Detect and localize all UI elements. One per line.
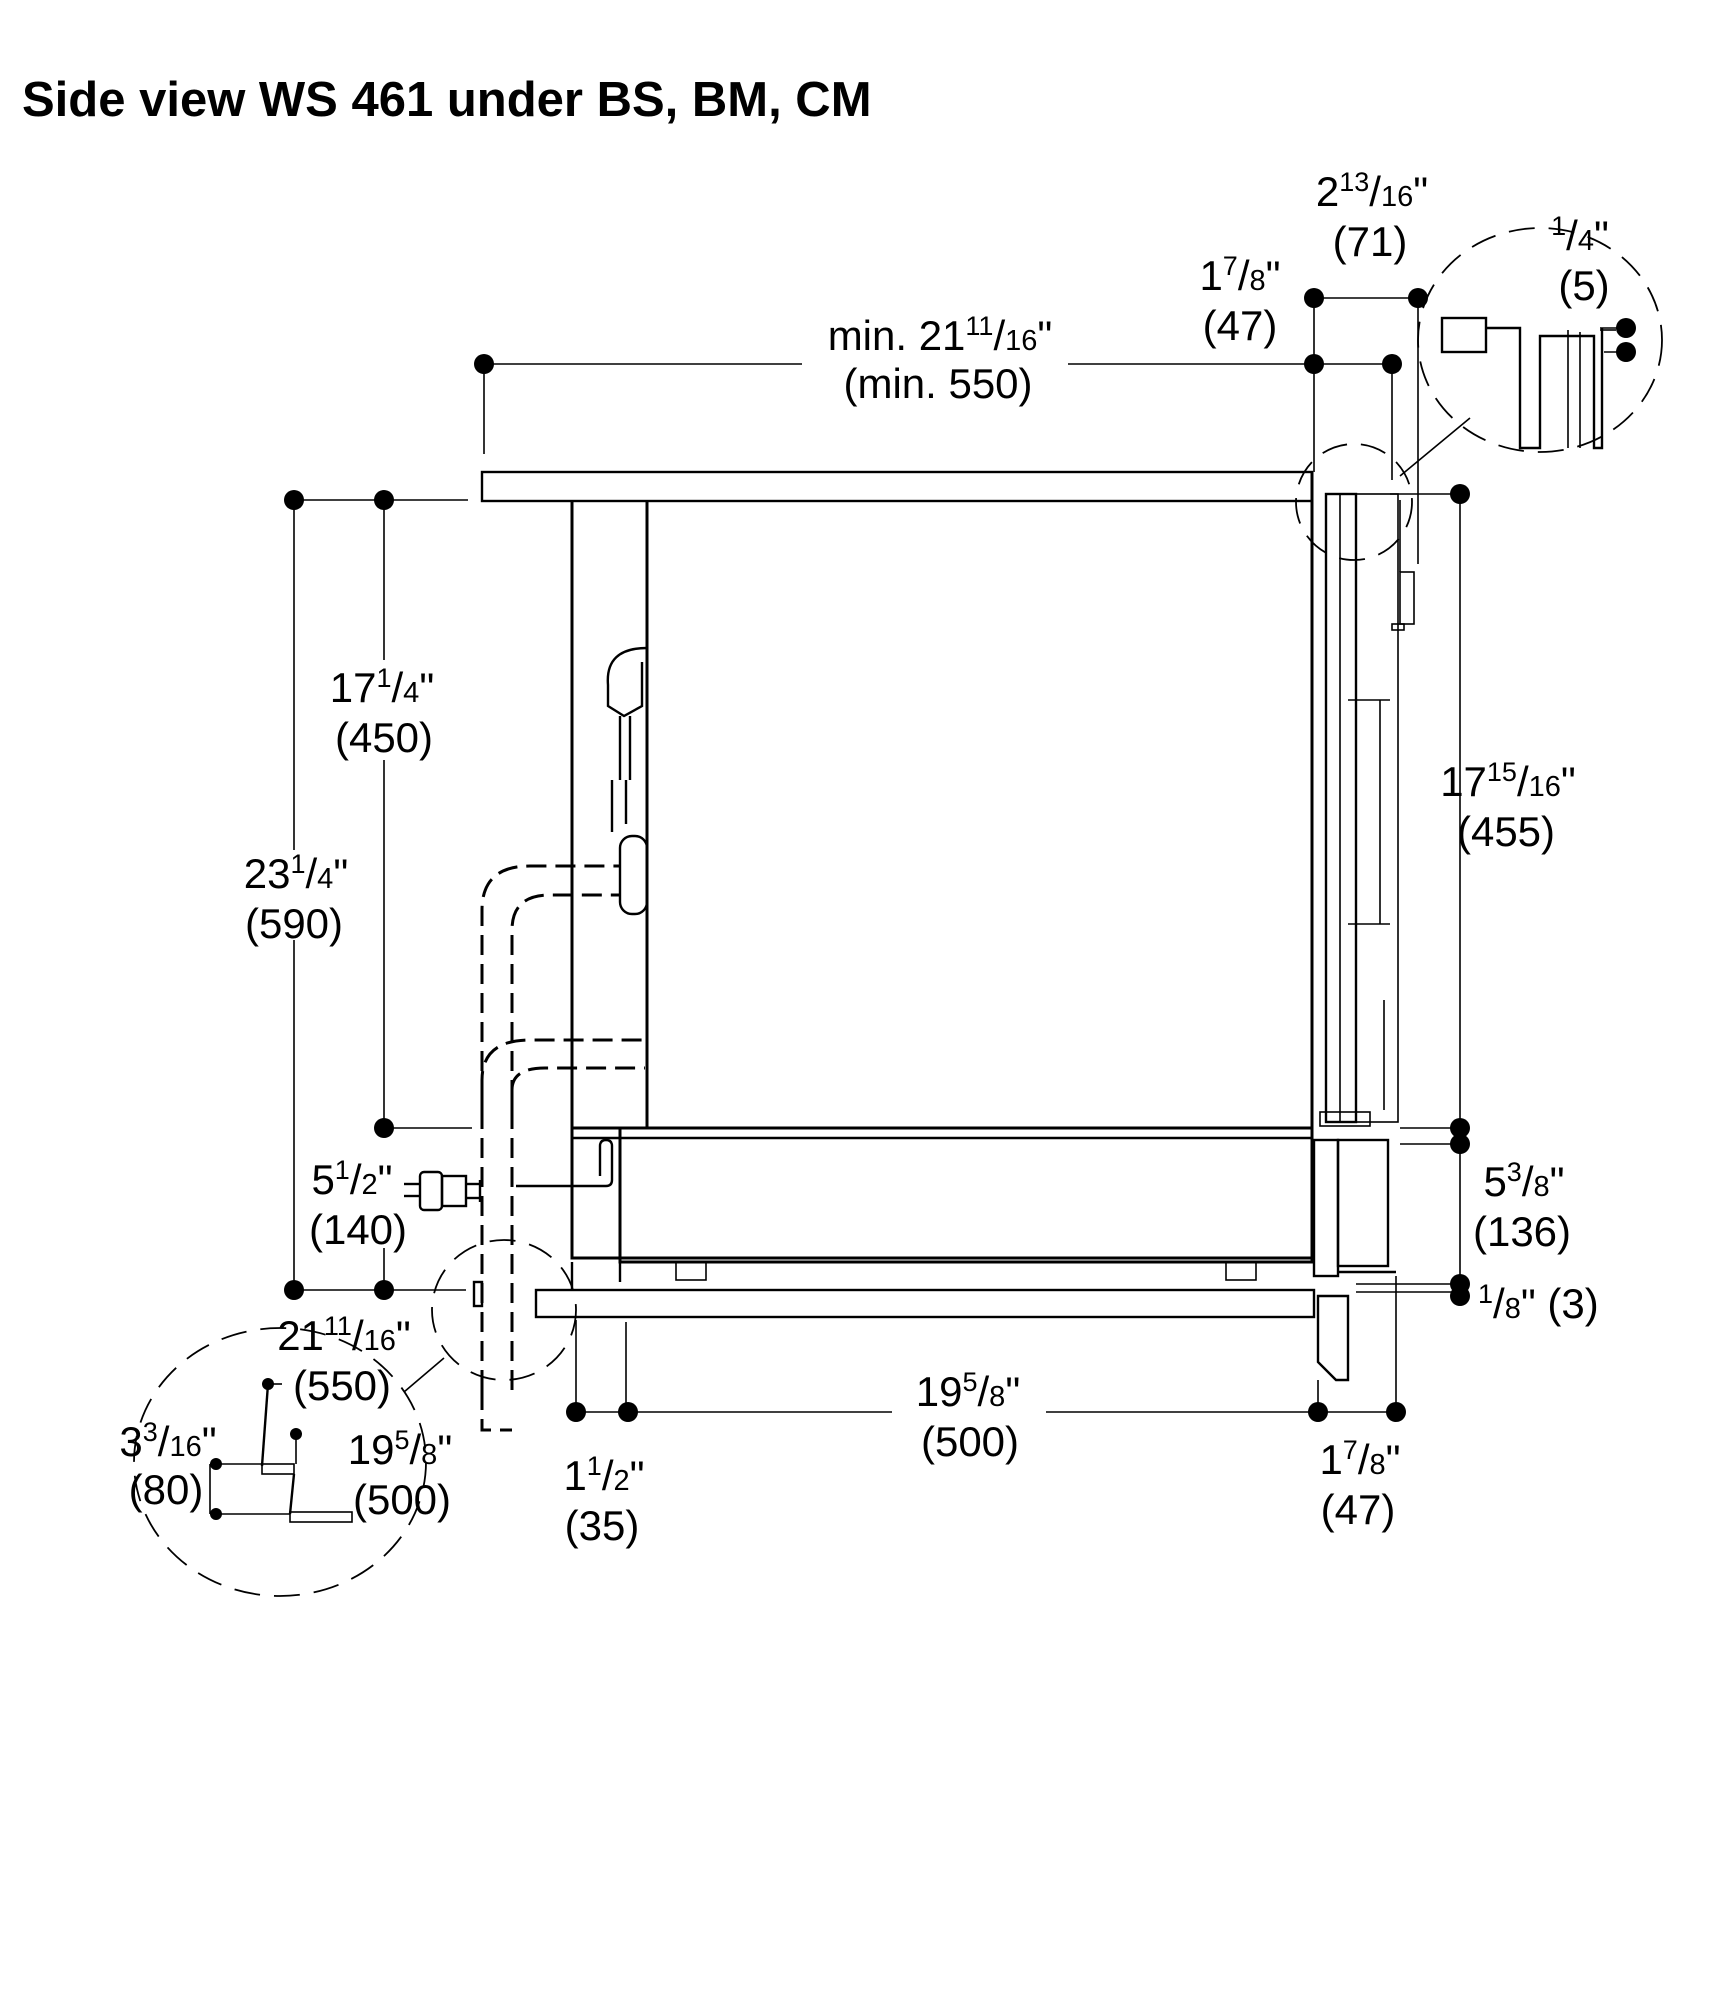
svg-text:195/8": 195/8" <box>916 1367 1020 1415</box>
power-plug-icon <box>404 1170 482 1212</box>
dim-label-detail-550: 2111/16" (550) <box>277 1311 411 1409</box>
warming-drawer <box>516 1126 1396 1290</box>
dim-label-left-590: 231/4" (590) <box>244 849 348 947</box>
detail-circle-bottom-left <box>133 1239 577 1597</box>
front-panel-lower-hatch <box>1316 1294 1350 1382</box>
dim-label-detail-500: 195/8" (500) <box>348 1425 452 1523</box>
dim-label-detail-80: 33/16" (80) <box>119 1417 216 1513</box>
cabinet-floor <box>534 1288 1316 1319</box>
svg-text:(590): (590) <box>245 900 343 947</box>
svg-text:231/4": 231/4" <box>244 849 348 897</box>
dim-label-top-right-71: 213/16" (71) <box>1316 167 1428 265</box>
svg-text:(140): (140) <box>309 1206 407 1253</box>
svg-text:2111/16": 2111/16" <box>277 1311 411 1359</box>
svg-text:1/8" (3): 1/8" (3) <box>1478 1279 1599 1327</box>
svg-text:(500): (500) <box>353 1476 451 1523</box>
svg-text:33/16": 33/16" <box>119 1417 216 1465</box>
dim-label-left-450: 171/4" (450) <box>330 663 434 761</box>
svg-text:195/8": 195/8" <box>348 1425 452 1473</box>
dim-label-detail-5: 1/4" (5) <box>1551 211 1610 309</box>
dim-label-right-3: 1/8" (3) <box>1478 1279 1599 1327</box>
svg-text:min. 2111/16": min. 2111/16" <box>828 311 1053 359</box>
svg-text:(47): (47) <box>1321 1486 1396 1533</box>
svg-text:171/4": 171/4" <box>330 663 434 711</box>
appliance-body <box>570 472 1415 1140</box>
svg-text:(500): (500) <box>921 1418 1019 1465</box>
svg-text:53/8": 53/8" <box>1483 1157 1564 1205</box>
svg-text:(550): (550) <box>293 1362 391 1409</box>
dim-label-left-140: 51/2" (140) <box>309 1155 407 1253</box>
svg-text:(47): (47) <box>1203 302 1278 349</box>
dim-label-top-width: min. 2111/16" (min. 550) <box>828 311 1053 407</box>
dim-label-bottom-35: 11/2" (35) <box>563 1451 644 1549</box>
svg-text:(5): (5) <box>1558 262 1609 309</box>
svg-text:(136): (136) <box>1473 1208 1571 1255</box>
svg-text:(80): (80) <box>129 1466 204 1513</box>
svg-text:213/16": 213/16" <box>1316 167 1428 215</box>
page-title: Side view WS 461 under BS, BM, CM <box>22 73 872 127</box>
svg-text:(450): (450) <box>335 714 433 761</box>
svg-text:(35): (35) <box>565 1502 640 1549</box>
svg-text:11/2": 11/2" <box>563 1451 644 1499</box>
dim-label-bottom-500: 195/8" (500) <box>916 1367 1020 1465</box>
dimension-lines <box>209 297 1626 1515</box>
dimension-dots <box>210 288 1636 1520</box>
svg-text:1/4": 1/4" <box>1551 211 1609 259</box>
svg-text:(min. 550): (min. 550) <box>843 360 1032 407</box>
countertop <box>480 470 1314 503</box>
svg-text:(71): (71) <box>1333 218 1408 265</box>
dim-label-right-136: 53/8" (136) <box>1473 1157 1571 1255</box>
dashed-duct-outline <box>480 864 645 1432</box>
dim-label-bottom-47: 17/8" (47) <box>1319 1435 1400 1533</box>
dim-label-top-right-47: 17/8" (47) <box>1199 251 1280 349</box>
svg-text:17/8": 17/8" <box>1319 1435 1400 1483</box>
svg-text:1715/16": 1715/16" <box>1440 757 1576 805</box>
dim-label-right-455: 1715/16" (455) <box>1440 757 1576 855</box>
svg-text:51/2": 51/2" <box>311 1155 392 1203</box>
svg-text:(455): (455) <box>1457 808 1555 855</box>
svg-text:17/8": 17/8" <box>1199 251 1280 299</box>
